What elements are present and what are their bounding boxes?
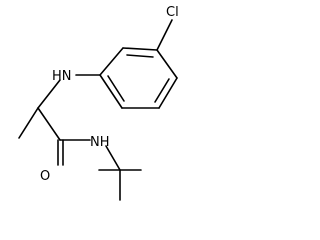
ring-bond [122,47,158,51]
chlorophenyl-ring [99,47,178,109]
carbonyl-oxygen-label: O [40,169,50,184]
ring-double-bond [154,78,170,103]
ring-bond [99,47,124,76]
ring-double-bond [126,54,154,58]
ring-bond [158,77,178,109]
ring-bond [156,49,178,79]
c-cl-bond [156,19,173,51]
amide-nh-label: NH [90,135,110,150]
methyl-bond [18,107,39,139]
amine-nh-label: HN [52,69,72,84]
nh-to-alpha-carbon-bond [37,79,61,109]
ring-bond [99,74,123,109]
amide-n-to-tbutyl-bond [105,145,121,171]
chlorine-label: Cl [166,5,179,20]
chemical-structure: Cl HN NH O [18,5,179,201]
alpha-to-carbonyl-bond [37,107,61,141]
ring-double-bond [107,75,125,102]
